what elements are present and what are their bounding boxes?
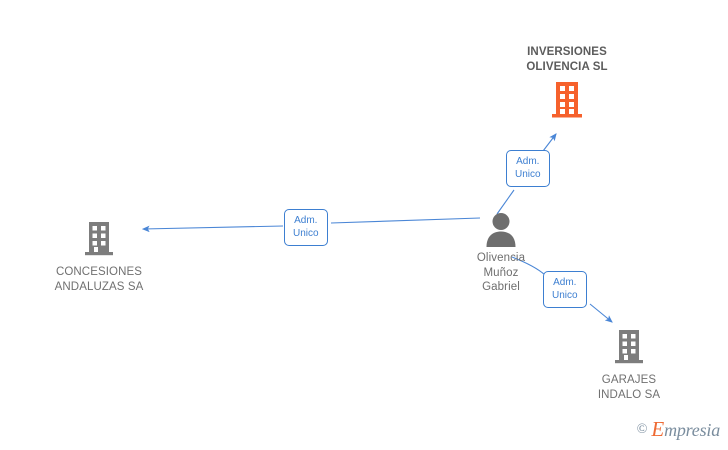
building-icon — [29, 220, 169, 258]
node-label-garajes-indalo: GARAJES INDALO SA — [597, 374, 661, 401]
empresia-watermark: © Empresia — [637, 417, 720, 442]
building-icon — [559, 328, 699, 366]
edge-label-adm-unico-inversiones[interactable]: Adm. Unico — [506, 150, 550, 187]
copyright-icon: © — [636, 421, 648, 437]
node-concesiones-andaluzas[interactable]: CONCESIONES ANDALUZAS SA — [29, 220, 169, 294]
brand-initial: E — [651, 417, 665, 441]
node-label-inversiones-olivencia: INVERSIONES OLIVENCIA SL — [526, 46, 608, 73]
node-inversiones-olivencia[interactable]: INVERSIONES OLIVENCIA SL — [497, 45, 637, 120]
edge-label-adm-unico-concesiones[interactable]: Adm. Unico — [284, 209, 328, 246]
person-icon — [431, 211, 571, 247]
node-label-olivencia-munoz-gabriel: Olivencia Muñoz Gabriel — [476, 252, 526, 293]
edge-to-concesiones — [141, 217, 481, 233]
node-garajes-indalo[interactable]: GARAJES INDALO SA — [559, 328, 699, 402]
node-olivencia-munoz-gabriel[interactable]: Olivencia Muñoz Gabriel — [431, 211, 571, 295]
edge-label-adm-unico-garajes[interactable]: Adm. Unico — [543, 271, 587, 308]
building-icon — [497, 74, 637, 120]
node-label-concesiones-andaluzas: CONCESIONES ANDALUZAS SA — [54, 266, 144, 293]
brand-wordmark: Empresia — [651, 417, 720, 442]
brand-rest: mpresia — [664, 420, 720, 440]
